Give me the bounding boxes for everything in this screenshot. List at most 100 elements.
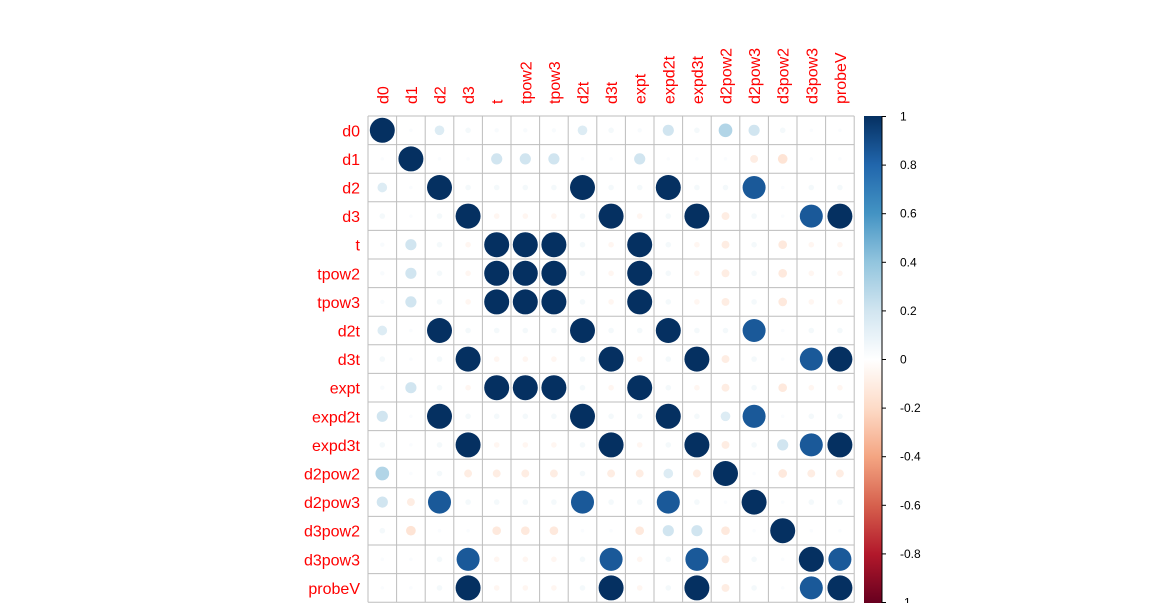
corr-circle-d3t-probeV: [827, 346, 853, 372]
corr-circle-expd2t-d2pow3: [742, 404, 766, 428]
corr-circle-tpow3-d2: [436, 299, 443, 305]
corr-circle-d1-expd3t: [695, 157, 699, 161]
row-label-d3: d3: [342, 209, 360, 226]
corr-circle-d2pow3-probeV: [837, 499, 843, 505]
corr-circle-tpow3-expd2t: [665, 299, 672, 305]
corr-circle-d2t-t: [493, 327, 500, 334]
corr-circle-d2pow3-expt: [636, 499, 643, 505]
corr-circle-d3-expd3t: [684, 203, 710, 229]
corr-circle-d2t-d2pow2: [722, 327, 729, 334]
corr-circle-tpow3-d3t: [608, 299, 614, 305]
corr-circle-tpow2-d3pow2: [778, 268, 788, 278]
corr-circle-d3t-d0: [379, 356, 386, 362]
corr-circle-d3pow2-probeV: [838, 528, 842, 533]
corr-circle-d2pow2-d2t: [579, 470, 586, 477]
corr-circle-d0-probeV: [838, 128, 842, 133]
corr-circle-d3pow3-d2pow2: [721, 555, 730, 564]
corr-circle-expd3t-tpow2: [522, 442, 529, 448]
corr-circle-expd3t-d3: [455, 432, 481, 458]
corr-circle-expd3t-d3pow2: [777, 439, 789, 451]
col-label-expt: expt: [633, 73, 650, 104]
corr-circle-t-d2pow3: [751, 241, 757, 248]
corr-circle-t-d0: [380, 242, 385, 247]
corr-circle-d2t-probeV: [837, 327, 843, 334]
col-label-d3pow2: d3pow2: [776, 48, 793, 104]
corr-circle-t-expt: [627, 232, 653, 258]
corr-circle-expt-d3: [465, 384, 471, 391]
corr-circle-t-d3: [465, 241, 471, 248]
corr-circle-expd3t-probeV: [827, 432, 853, 458]
corr-circle-tpow2-tpow3: [541, 260, 567, 286]
corr-circle-d2-d0: [377, 182, 388, 193]
corr-circle-expd3t-tpow3: [551, 442, 557, 448]
corr-circle-d2pow3-d3pow2: [780, 500, 785, 504]
corr-circle-t-d3pow3: [808, 241, 815, 248]
corr-circle-d1-d2pow3: [750, 154, 759, 163]
corr-circle-d3-d2pow3: [751, 213, 757, 219]
corr-circle-d3-tpow2: [522, 213, 529, 219]
corr-circle-d3t-d3pow3: [799, 347, 823, 371]
corr-circle-d3pow2-d2: [437, 528, 442, 533]
corr-circle-d3pow3-d0: [380, 557, 385, 562]
corr-circle-d2pow3-d0: [376, 496, 388, 508]
corr-circle-expd3t-expt: [636, 442, 643, 448]
row-label-d2: d2: [342, 181, 360, 198]
corr-circle-expd3t-t: [493, 442, 500, 448]
corr-circle-d3pow3-expd2t: [665, 556, 672, 563]
corr-circle-d3pow2-d2t: [580, 528, 585, 533]
col-label-d1: d1: [404, 86, 421, 104]
colorbar-tick-label: 0: [900, 353, 907, 367]
corr-circle-d3pow2-expt: [635, 526, 645, 536]
corr-circle-expt-expd2t: [665, 384, 672, 391]
corr-circle-expt-tpow3: [541, 375, 567, 401]
corr-circle-d3pow3-d2: [436, 556, 443, 563]
col-label-d3pow3: d3pow3: [804, 48, 821, 104]
corr-circle-d2pow3-expd3t: [694, 499, 700, 505]
corr-circle-d3pow2-tpow3: [549, 526, 559, 536]
corr-circle-d2pow2-d3pow2: [778, 469, 788, 478]
corr-circle-d3t-d3pow2: [780, 357, 785, 361]
corr-circle-d0-d2pow2: [718, 123, 733, 138]
corr-circle-d2-d1: [409, 185, 413, 190]
corr-circle-tpow3-d0: [380, 299, 385, 305]
corr-circle-d2-d2pow3: [742, 175, 766, 200]
corr-circle-d2pow3-t: [493, 499, 500, 505]
corr-circle-d2t-tpow2: [522, 327, 529, 334]
corr-circle-d2-expt: [636, 184, 643, 191]
col-label-d0: d0: [375, 86, 392, 104]
row-label-expd2t: expd2t: [312, 409, 361, 426]
corr-circle-d3-d0: [379, 213, 386, 219]
corr-circle-probeV-d2: [436, 585, 443, 591]
corr-circle-t-d3t: [608, 241, 614, 248]
corr-circle-expd3t-d3t: [598, 432, 624, 458]
correlation-circles: [369, 117, 853, 601]
corr-circle-d3pow2-d1: [406, 525, 416, 536]
colorbar: 10.80.60.40.20-0.2-0.4-0.6-0.8-1: [864, 110, 921, 603]
colorbar-tick-label: 0.2: [900, 304, 917, 318]
colorbar-tick-label: -0.6: [900, 498, 921, 512]
row-label-d2pow3: d2pow3: [304, 495, 360, 512]
colorbar-tick-label: -1: [900, 596, 911, 603]
corr-circle-d3-probeV: [827, 203, 853, 229]
corr-circle-d2pow2-expd3t: [692, 469, 701, 478]
corr-circle-tpow2-t: [484, 260, 510, 286]
corr-circle-d1-d1: [398, 146, 424, 172]
corr-circle-d0-d3t: [608, 127, 614, 134]
corr-circle-d2-expd2t: [655, 175, 681, 200]
corr-circle-probeV-expt: [636, 585, 643, 591]
corr-circle-expd3t-d2t: [579, 442, 586, 448]
colorbar-tick-label: 0.8: [900, 158, 917, 172]
corr-circle-d0-expt: [637, 128, 642, 133]
corr-circle-d3t-expd2t: [665, 356, 672, 362]
corr-circle-d3pow3-probeV: [828, 547, 852, 571]
corr-circle-expd3t-d1: [409, 443, 413, 447]
corr-circle-tpow3-d2pow3: [751, 299, 757, 305]
corr-circle-d3pow3-d2pow3: [751, 556, 757, 563]
corr-circle-t-d2t: [579, 241, 586, 248]
corr-circle-expd2t-expd3t: [694, 413, 700, 420]
corr-circle-d2pow2-tpow2: [521, 469, 530, 478]
corr-circle-d3-d3pow2: [780, 214, 785, 218]
corr-circle-d3pow2-d3pow3: [809, 528, 814, 533]
corr-circle-d3t-d2t: [579, 356, 586, 362]
corr-circle-d3pow3-tpow3: [551, 556, 557, 563]
